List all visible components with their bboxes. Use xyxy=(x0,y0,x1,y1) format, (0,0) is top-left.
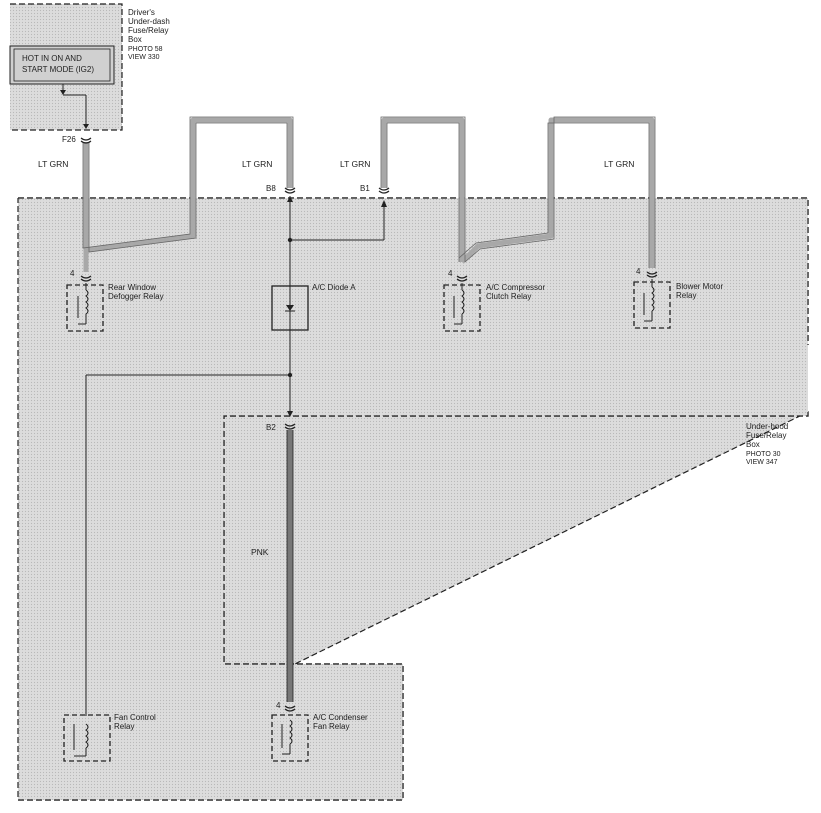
drivers-box-title-2: Under-dash xyxy=(128,17,170,26)
drivers-box-photo: PHOTO 58 xyxy=(128,46,163,53)
ac-diode-a xyxy=(271,285,309,331)
fan-control-relay xyxy=(63,714,111,762)
connector-b8: B8 xyxy=(266,184,276,193)
fan-control-relay-label-1: Fan Control xyxy=(114,713,156,722)
pin-number: 4 xyxy=(448,269,453,278)
rear-window-relay-label-2: Defogger Relay xyxy=(108,292,164,301)
drivers-box-view: VIEW 330 xyxy=(128,54,160,61)
compressor-relay-label-2: Clutch Relay xyxy=(486,292,531,301)
pin-number: 4 xyxy=(636,267,641,276)
fuse-label: F26 xyxy=(62,135,76,144)
wire-color-label-pnk: PNK xyxy=(251,547,269,557)
blower-relay-label-2: Relay xyxy=(676,291,696,300)
hot-feed-line xyxy=(60,84,89,129)
pnk-wire xyxy=(286,430,294,702)
underhood-box-title-1: Under-hood xyxy=(746,422,788,431)
underhood-box-title-3: Box xyxy=(746,440,760,449)
wire-color-label: LT GRN xyxy=(38,159,68,169)
connector-b1: B1 xyxy=(360,184,370,193)
hot-label-line-1: HOT IN ON AND xyxy=(22,54,82,63)
pin-number: 4 xyxy=(70,269,75,278)
condenser-relay-label-2: Fan Relay xyxy=(313,722,349,731)
internal-circuit xyxy=(85,196,385,716)
rear-window-defogger-relay xyxy=(66,283,104,332)
condenser-relay-label-1: A/C Condenser xyxy=(313,713,368,722)
drivers-box-title-1: Driver's xyxy=(128,8,155,17)
blower-relay-label-1: Blower Motor xyxy=(676,282,723,291)
wire-color-label: LT GRN xyxy=(340,159,370,169)
underhood-box-view: VIEW 347 xyxy=(746,459,778,466)
underhood-box-photo: PHOTO 30 xyxy=(746,451,781,458)
compressor-relay-label-1: A/C Compressor xyxy=(486,283,545,292)
ac-condenser-fan-relay xyxy=(271,714,309,762)
hot-label-line-2: START MODE (IG2) xyxy=(22,65,94,74)
lt-grn-wires xyxy=(83,117,655,272)
rear-window-relay-label-1: Rear Window xyxy=(108,283,156,292)
fan-control-relay-label-2: Relay xyxy=(114,722,134,731)
underhood-box-title-2: Fuse/Relay xyxy=(746,431,786,440)
drivers-box-title-3: Fuse/Relay xyxy=(128,26,168,35)
blower-motor-relay xyxy=(633,279,671,329)
ac-compressor-clutch-relay xyxy=(443,283,481,332)
ac-diode-label: A/C Diode A xyxy=(312,283,356,292)
pin-number: 4 xyxy=(276,701,281,710)
drivers-fuse-box xyxy=(9,3,123,131)
connector-terminals xyxy=(80,137,658,712)
wire-color-label: LT GRN xyxy=(604,159,634,169)
wire-color-label: LT GRN xyxy=(242,159,272,169)
drivers-box-title-4: Box xyxy=(128,35,142,44)
connector-b2: B2 xyxy=(266,423,276,432)
